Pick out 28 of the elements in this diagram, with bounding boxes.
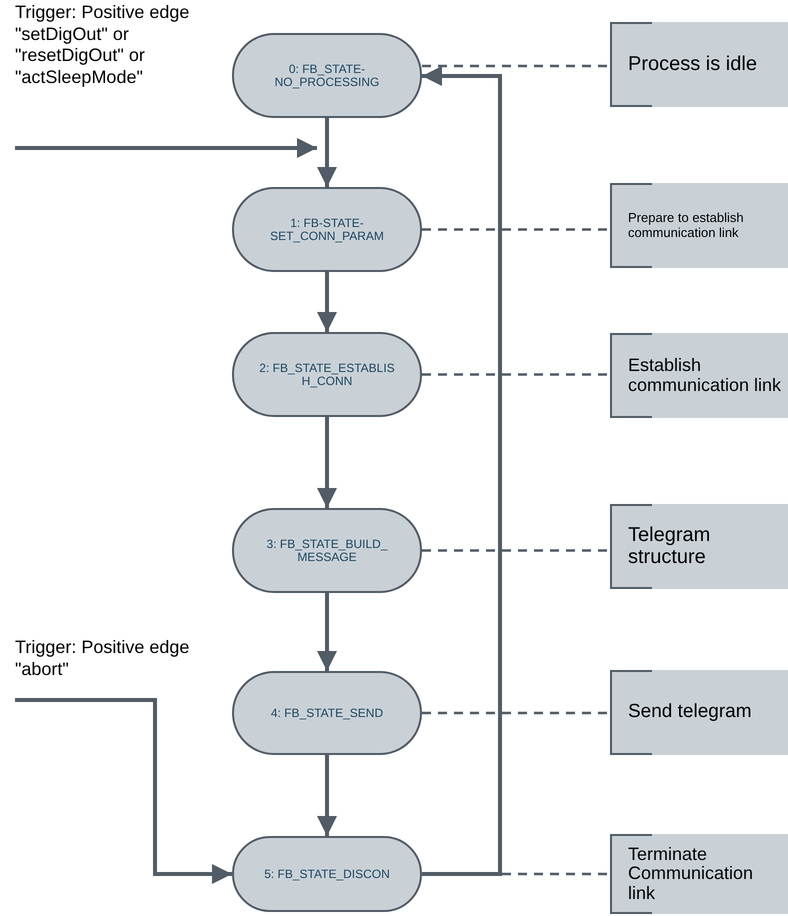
dashed-connector bbox=[422, 549, 610, 552]
trigger-label: Trigger: Positive edge "abort" bbox=[15, 637, 190, 680]
note-box: Terminate Communication link bbox=[610, 834, 788, 914]
trigger-label: Trigger: Positive edge "setDigOut" or "resetDigOut" or "actSleepMode" bbox=[15, 2, 190, 88]
note-box: Process is idle bbox=[610, 22, 788, 107]
state-box: 5: FB_STATE_DISCON bbox=[232, 836, 422, 912]
arrow bbox=[317, 593, 337, 671]
arrow bbox=[15, 698, 232, 884]
state-box: 0: FB_STATE- NO_PROCESSING bbox=[232, 33, 422, 118]
dashed-connector bbox=[422, 228, 610, 231]
state-box: 3: FB_STATE_BUILD_ MESSAGE bbox=[232, 508, 422, 593]
state-box: 4: FB_STATE_SEND bbox=[232, 671, 422, 755]
note-box: Send telegram bbox=[610, 670, 788, 755]
arrow bbox=[15, 138, 317, 158]
state-box: 1: FB-STATE- SET_CONN_PARAM bbox=[232, 187, 422, 272]
arrow bbox=[317, 118, 337, 187]
dashed-connector bbox=[422, 373, 610, 376]
note-box: Telegram structure bbox=[610, 504, 788, 589]
dashed-connector bbox=[422, 64, 610, 68]
arrow bbox=[317, 417, 337, 508]
dashed-connector bbox=[422, 872, 610, 876]
note-box: Prepare to establish communication link bbox=[610, 183, 788, 268]
dashed-connector bbox=[422, 712, 610, 714]
note-box: Establish communication link bbox=[610, 333, 788, 418]
arrow bbox=[317, 272, 337, 332]
arrow bbox=[422, 66, 502, 876]
state-box: 2: FB_STATE_ESTABLIS H_CONN bbox=[232, 332, 422, 417]
arrow bbox=[317, 755, 337, 836]
